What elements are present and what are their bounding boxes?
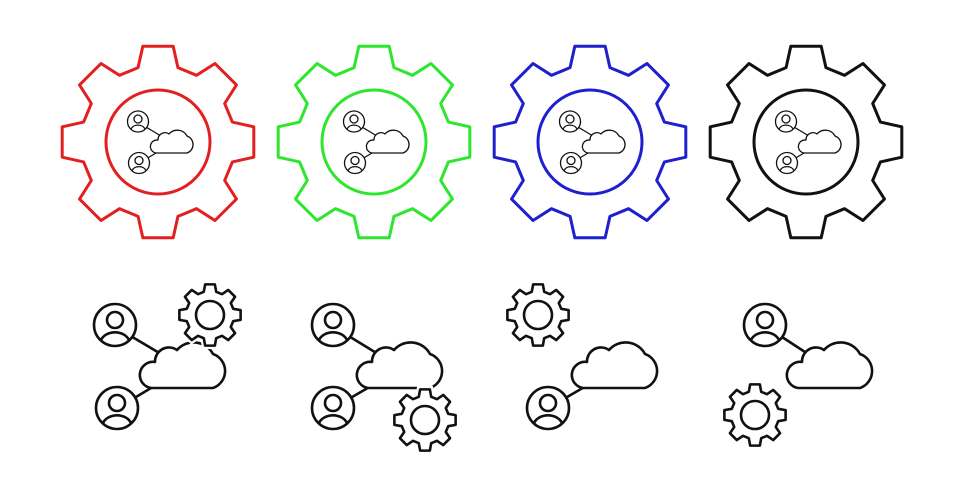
- user-icon: [126, 110, 150, 133]
- connector-line: [346, 333, 379, 356]
- user-icon: [343, 151, 367, 175]
- gear-outline: [276, 44, 472, 240]
- user-icon: [127, 151, 151, 175]
- cloud-icon: [797, 129, 842, 154]
- gear-blue-icon: [492, 44, 688, 240]
- connector-line: [360, 125, 378, 137]
- user-icon: [559, 151, 583, 175]
- gear-icon: [720, 380, 790, 450]
- gear-green-icon: [276, 44, 472, 240]
- connector-line: [792, 125, 810, 137]
- cloud-icon: [365, 129, 410, 154]
- user-icon: [775, 151, 799, 175]
- gear-icon: [390, 385, 460, 455]
- users-cloud-icon: [774, 110, 842, 175]
- user-icon: [94, 385, 140, 431]
- user-icon: [774, 110, 798, 133]
- cloud-icon: [149, 129, 194, 154]
- gear-inner-circle: [752, 88, 860, 196]
- gear-outline: [708, 44, 904, 240]
- gear-red-icon: [60, 44, 256, 240]
- gear-user-cloud-top-left-icon: [503, 280, 659, 431]
- cloud-icon: [570, 341, 659, 390]
- user-icon: [310, 302, 356, 348]
- users-cloud-gear-bottom-right-icon: [310, 302, 460, 455]
- connector-line: [576, 125, 594, 137]
- gear-black-icon: [708, 44, 904, 240]
- gear-icon: [175, 280, 245, 350]
- users-cloud-icon: [342, 110, 410, 175]
- gear-outline: [492, 44, 688, 240]
- user-icon: [558, 110, 582, 133]
- connector-line: [778, 333, 809, 356]
- users-cloud-icon: [558, 110, 626, 175]
- cloud-icon: [355, 341, 444, 390]
- user-gear-cloud-bottom-left-icon: [720, 302, 874, 450]
- gear-icon: [503, 280, 573, 350]
- user-icon: [525, 385, 571, 431]
- gear-outline: [60, 44, 256, 240]
- users-cloud-icon: [126, 110, 194, 175]
- connector-line: [128, 333, 162, 356]
- cloud-icon: [581, 129, 626, 154]
- gear-inner-circle: [320, 88, 428, 196]
- gear-inner-circle: [536, 88, 644, 196]
- cloud-icon: [785, 341, 874, 390]
- users-cloud-gear-top-right-icon: [92, 280, 245, 431]
- cloud-icon: [138, 341, 227, 390]
- user-icon: [310, 385, 356, 431]
- user-icon: [92, 302, 138, 348]
- user-icon: [742, 302, 788, 348]
- connector-line: [144, 125, 162, 137]
- user-icon: [342, 110, 366, 133]
- gear-inner-circle: [104, 88, 212, 196]
